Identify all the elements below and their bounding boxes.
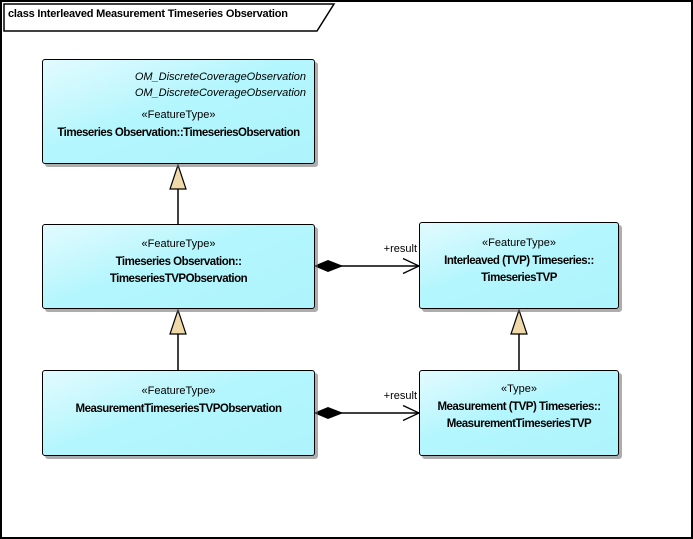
generalization-arrowhead-icon: [510, 308, 528, 335]
diagram-frame-tab: class Interleaved Measurement Timeseries…: [2, 2, 334, 30]
inherited-classifier-label: OM_DiscreteCoverageObservation: [134, 71, 306, 83]
generalization-tvpobservation-to-observation[interactable]: [169, 163, 187, 224]
generalization-arrowhead-icon: [169, 163, 187, 190]
result-role-label-bottom: +result: [383, 390, 417, 402]
composition-diamond-icon: [313, 259, 344, 273]
composition-diamond-icon: [313, 406, 344, 420]
stereotype-label: «FeatureType»: [482, 237, 556, 249]
diagram-frame-tab-shape: [3, 3, 336, 32]
inherited-classifier-label: OM_DiscreteCoverageObservation: [134, 87, 306, 99]
diagram-title: class Interleaved Measurement Timeseries…: [8, 8, 288, 20]
stereotype-label: «FeatureType»: [141, 385, 216, 397]
generalization-meastvpobservation-to-tvpobservation[interactable]: [169, 308, 187, 370]
generalization-arrowhead-icon: [169, 308, 187, 335]
class-name-line1: Measurement (TVP) Timeseries::: [437, 400, 601, 413]
class-name-line2: TimeseriesTVP: [481, 272, 557, 284]
class-name-line1: Timeseries Observation::: [115, 255, 242, 268]
class-box-timeseries-observation[interactable]: OM_DiscreteCoverageObservation OM_Discre…: [42, 59, 315, 164]
class-name-line2: TimeseriesTVPObservation: [109, 273, 248, 285]
composition-result-bottom[interactable]: [313, 404, 421, 422]
class-name: MeasurementTimeseriesTVPObservation: [75, 402, 283, 415]
stereotype-label: «FeatureType»: [141, 109, 216, 121]
composition-result-top[interactable]: [313, 257, 421, 275]
class-box-measurement-timeseries-tvp-observation[interactable]: «FeatureType» MeasurementTimeseriesTVPOb…: [42, 370, 315, 456]
class-box-timeseries-tvp[interactable]: «FeatureType» Interleaved (TVP) Timeseri…: [419, 222, 619, 309]
result-role-label-top: +result: [383, 243, 417, 255]
class-box-timeseries-tvp-observation[interactable]: «FeatureType» Timeseries Observation:: T…: [42, 224, 315, 309]
class-box-measurement-timeseries-tvp[interactable]: «Type» Measurement (TVP) Timeseries:: Me…: [419, 370, 619, 456]
class-name-line1: Interleaved (TVP) Timeseries::: [444, 254, 594, 267]
class-name: Timeseries Observation::TimeseriesObserv…: [57, 126, 300, 139]
class-name-line2: MeasurementTimeseriesTVP: [446, 418, 592, 430]
generalization-meastimeseriestvp-to-timeseriestvp[interactable]: [510, 308, 528, 370]
stereotype-label: «Type»: [500, 383, 538, 395]
stereotype-label: «FeatureType»: [141, 238, 216, 250]
